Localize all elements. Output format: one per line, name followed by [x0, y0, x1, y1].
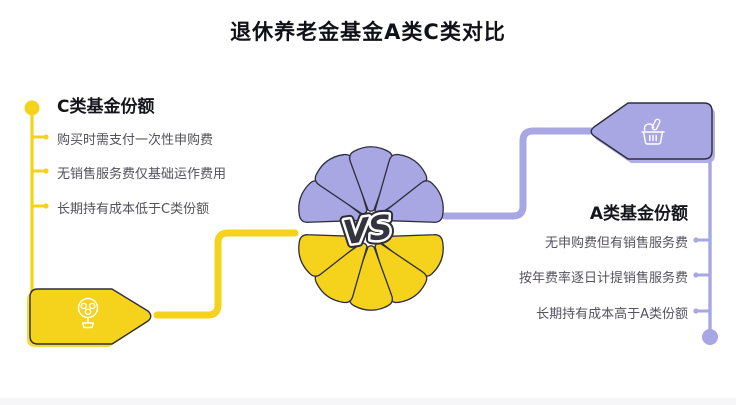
c-class-item-2: 无销售服务费仅基础运作费用: [57, 167, 227, 182]
timeline-ticks: [30, 134, 49, 209]
timeline-ticks: [693, 237, 712, 314]
a-class-item-1: 无申购费但有销售服务费: [544, 236, 688, 251]
left-timeline: [24, 100, 49, 300]
a-class-item-2: 按年费率逐日计提销售服务费: [518, 271, 688, 286]
timeline-end-dot: [702, 329, 718, 345]
page-title: 退休养老金基金A类C类对比: [230, 20, 506, 44]
yellow-connector-line: [153, 229, 299, 319]
a-class-badge: [590, 102, 715, 163]
svg-text:VS: VS: [341, 207, 395, 252]
vs-badge: VS VS VS: [336, 202, 399, 256]
shopping-basket-icon: [641, 118, 665, 145]
svg-text:VS: VS: [341, 207, 395, 252]
c-class-item-1: 购买时需支付一次性申购费: [57, 133, 214, 148]
bottom-edge-strip: [0, 398, 736, 405]
timeline-start-dot: [24, 100, 40, 116]
purple-connector-line: [441, 127, 596, 220]
money-tree-icon: [77, 297, 99, 329]
c-class-header: C类基金份额: [57, 97, 155, 117]
c-class-item-3: 长期持有成本低于C类份额: [57, 202, 210, 217]
c-class-badge: [27, 288, 152, 347]
a-class-item-3: 长期持有成本高于A类份额: [536, 307, 688, 322]
right-timeline: [693, 158, 718, 345]
a-class-header: A类基金份额: [589, 204, 688, 224]
